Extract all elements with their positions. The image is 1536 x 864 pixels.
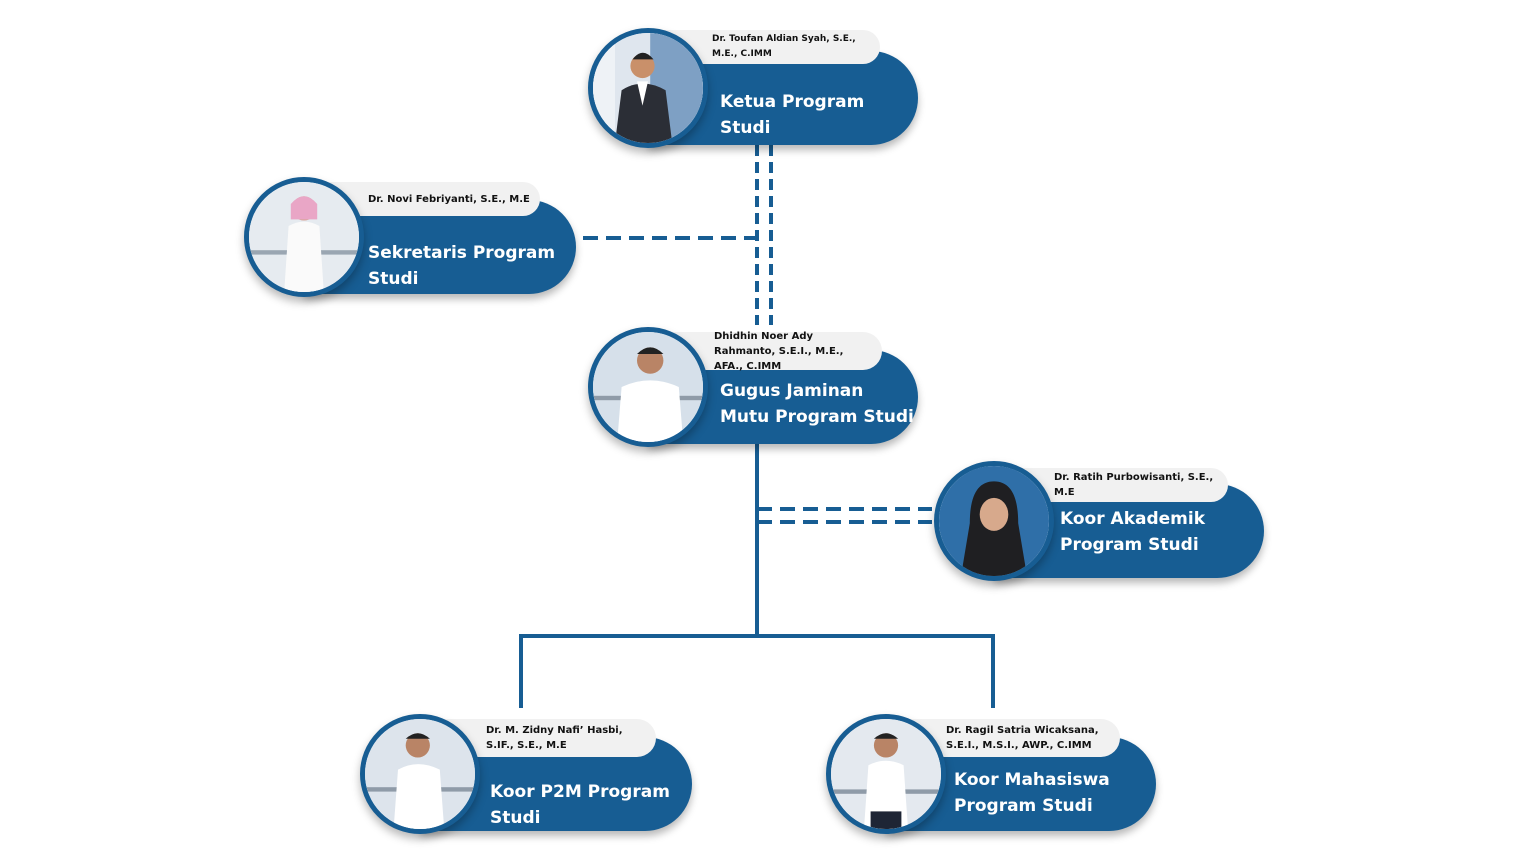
role-label: Koor P2M Program Studi xyxy=(490,782,670,828)
name-text: Dr. Toufan Aldian Syah, S.E., M.E., C.IM… xyxy=(712,34,856,59)
role-pill: Ketua Program Studi xyxy=(648,51,918,145)
avatar-photo xyxy=(244,177,364,297)
person-photo-icon xyxy=(831,719,941,829)
person-photo-icon xyxy=(593,332,703,442)
name-text: Dr. Ratih Purbowisanti, S.E., M.E xyxy=(1054,472,1214,498)
role-label: Sekretaris Program Studi xyxy=(368,243,556,289)
avatar-photo xyxy=(826,714,946,834)
name-text: Dr. M. Zidny Nafi’ Hasbi, S.IF., S.E., M… xyxy=(486,725,623,751)
role-label: Koor Mahasiswa Program Studi xyxy=(954,770,1110,816)
role-label: Ketua Program Studi xyxy=(720,92,865,138)
person-photo-icon xyxy=(593,33,703,143)
person-photo-icon xyxy=(249,182,359,292)
avatar-photo xyxy=(934,461,1054,581)
avatar-photo xyxy=(360,714,480,834)
avatar-photo xyxy=(588,28,708,148)
role-label: Gugus Jaminan Mutu Program Studi xyxy=(720,381,914,427)
role-label: Koor Akademik Program Studi xyxy=(1060,509,1206,555)
person-photo-icon xyxy=(939,466,1049,576)
name-text: Dr. Novi Febriyanti, S.E., M.E xyxy=(368,193,530,205)
person-photo-icon xyxy=(365,719,475,829)
avatar-photo xyxy=(588,327,708,447)
name-text: Dhidhin Noer Ady Rahmanto, S.E.I., M.E.,… xyxy=(714,330,844,372)
name-text: Dr. Ragil Satria Wicaksana, S.E.I., M.S.… xyxy=(946,725,1099,751)
